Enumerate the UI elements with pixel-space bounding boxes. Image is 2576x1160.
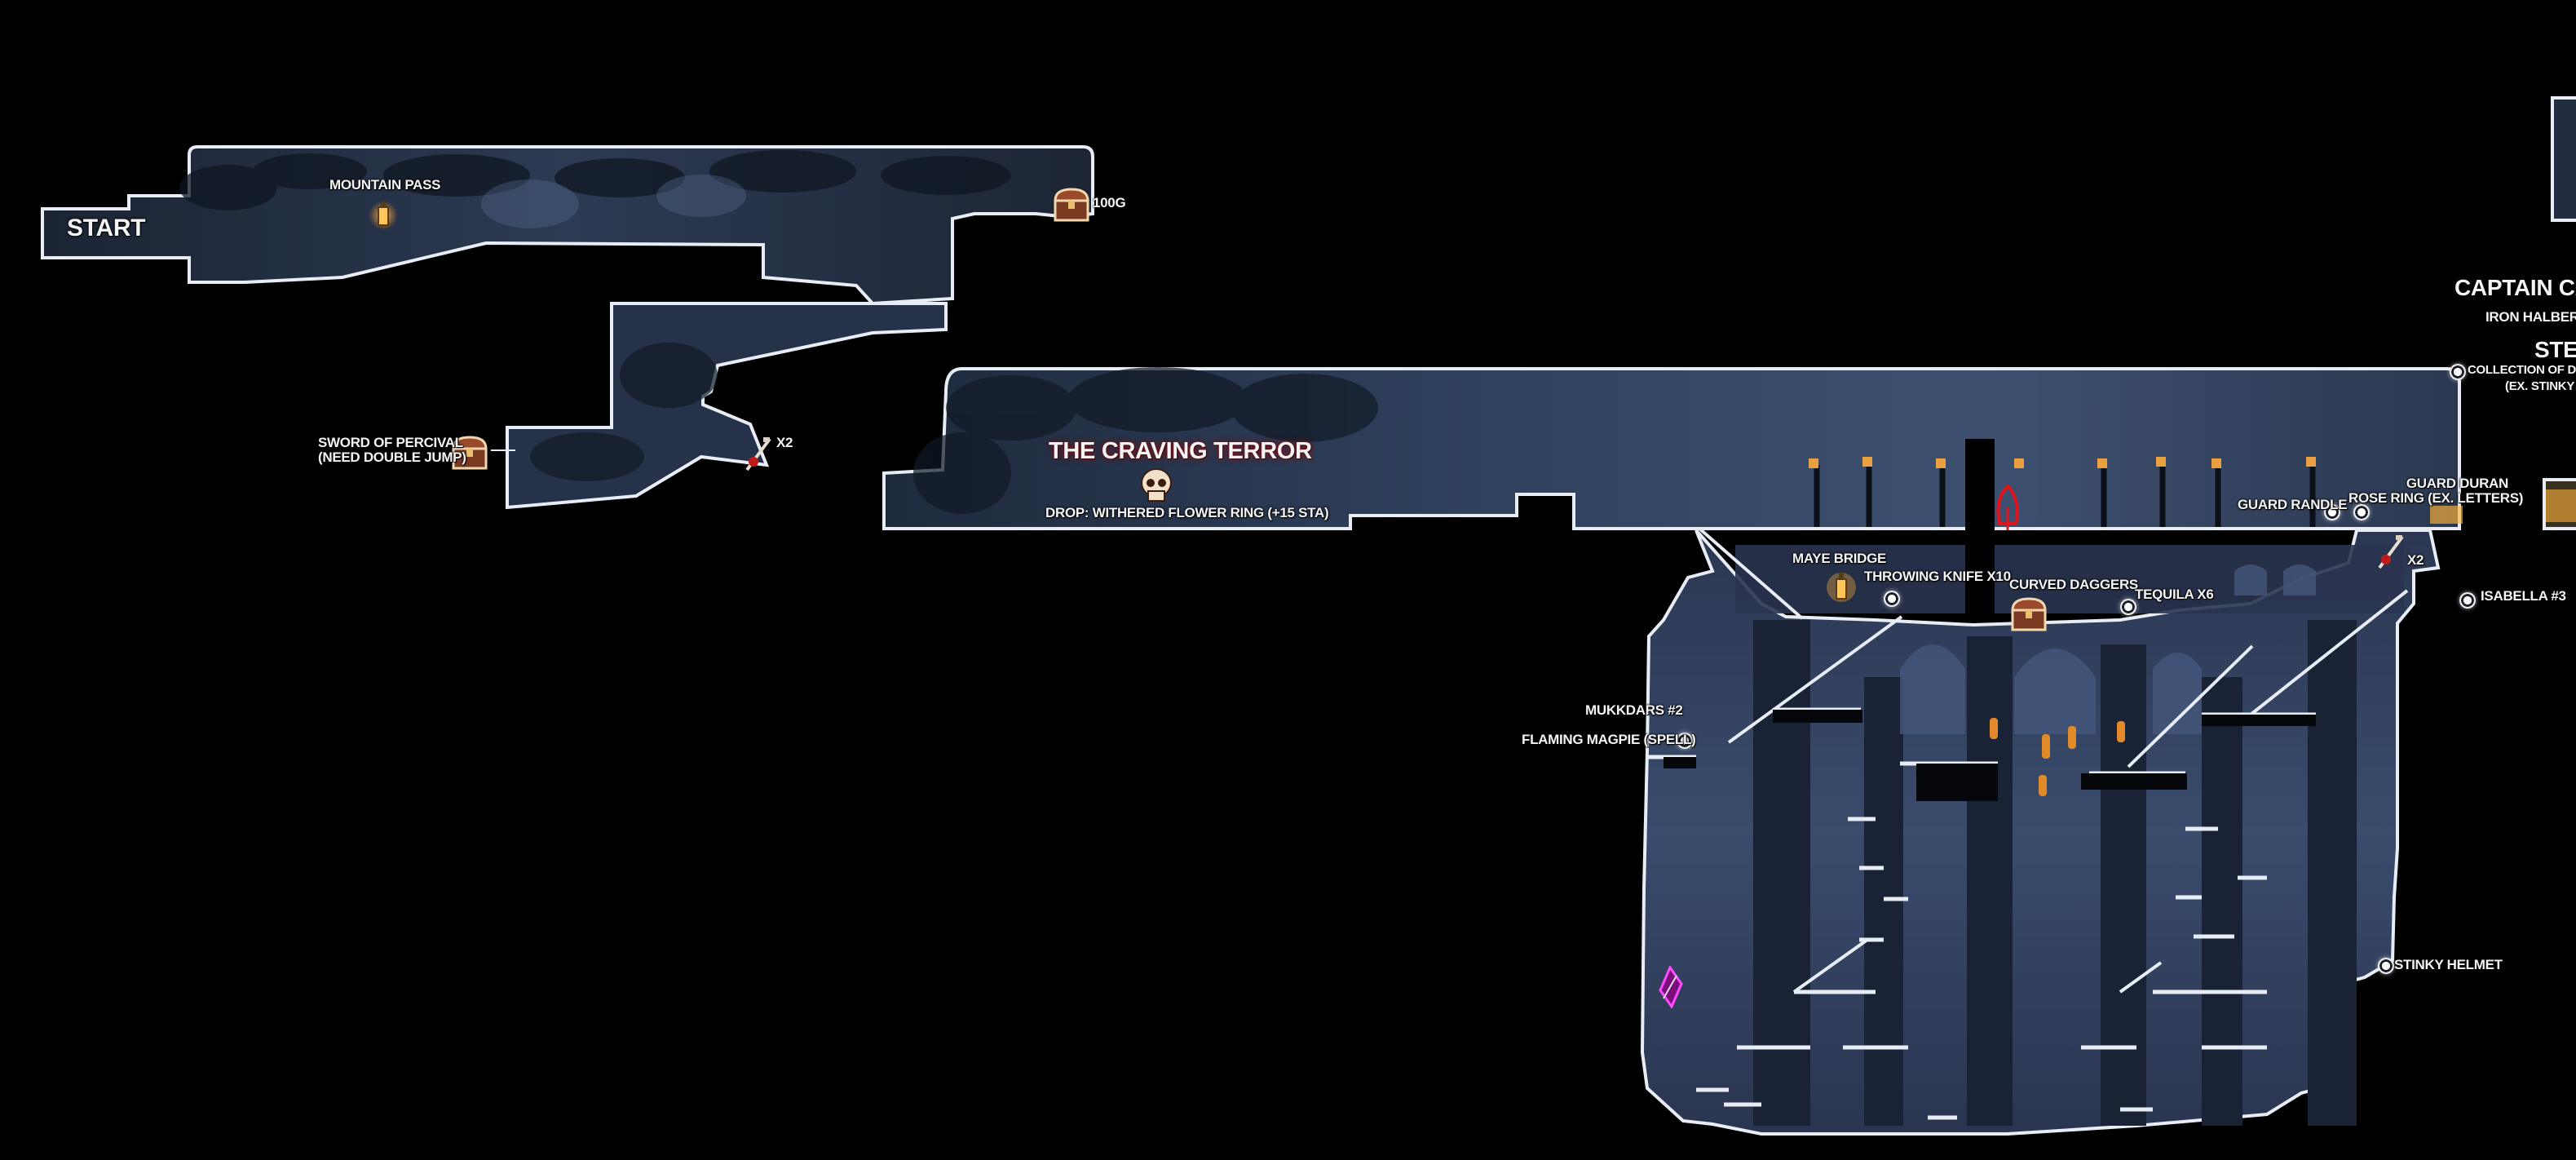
enemy-hood-icon — [1996, 484, 2019, 530]
item-node-icon[interactable] — [2353, 504, 2370, 520]
potion-icon — [745, 437, 771, 472]
start-label: START — [67, 215, 146, 241]
guard-duran-label: GUARD DURAN ROSE RING (EX. LETTERS) — [2348, 476, 2524, 506]
guard-duran-line1: GUARD DURAN — [2406, 476, 2508, 491]
guard-duran-line2: ROSE RING (EX. LETTERS) — [2348, 489, 2524, 506]
stinky-helmet-label: STINKY HELMET — [2394, 957, 2503, 972]
treasure-chest-icon — [452, 436, 488, 470]
collection-label-2: (EX. STINKY — [2505, 379, 2575, 393]
captain-label: CAPTAIN CA — [2454, 275, 2576, 300]
isabella-label: ISABELLA #3 — [2481, 588, 2566, 604]
item-node-icon[interactable] — [2459, 592, 2476, 609]
throwing-knife-label: THROWING KNIFE X10 — [1864, 569, 2011, 584]
lantern-icon — [1827, 573, 1856, 602]
mukkdars-label: MUKKDARS #2 — [1585, 702, 1683, 718]
item-node-icon[interactable] — [2378, 958, 2394, 974]
item-node-icon[interactable] — [2450, 364, 2466, 380]
item-node-icon[interactable] — [1677, 733, 1693, 749]
tequila-label: TEQUILA X6 — [2135, 587, 2214, 602]
item-node-icon[interactable] — [1884, 591, 1900, 607]
iron-halberd-label: IRON HALBERD — [2485, 309, 2576, 325]
room-right-edge — [2551, 96, 2576, 222]
treasure-chest-icon — [1054, 188, 1089, 222]
boss-drop-label: DROP: WITHERED FLOWER RING (+15 STA) — [1045, 505, 1329, 520]
boss-name-label: THE CRAVING TERROR — [1049, 438, 1312, 464]
maye-bridge-label: MAYE BRIDGE — [1792, 551, 1887, 566]
item-node-icon[interactable] — [2120, 599, 2136, 615]
lantern-icon — [369, 201, 398, 230]
sword-of-percival-label: SWORD OF PERCIVAL (NEED DOUBLE JUMP) — [318, 435, 466, 465]
sword-of-percival-line1: SWORD OF PERCIVAL — [318, 435, 463, 450]
item-node-icon[interactable] — [2324, 504, 2340, 520]
stev-label: STE — [2534, 337, 2576, 362]
flaming-magpie-label: FLAMING MAGPIE (SPELL) — [1522, 732, 1696, 747]
skull-icon — [1141, 468, 1172, 502]
x2-label: X2 — [776, 435, 793, 450]
collection-label-1: COLLECTION OF DU — [2468, 363, 2576, 377]
sword-of-percival-line2: (NEED DOUBLE JUMP) — [318, 449, 466, 465]
potion-icon — [2378, 535, 2404, 569]
x2-label: X2 — [2407, 552, 2424, 568]
crystal-icon — [1659, 966, 1683, 1008]
mountain-pass-label: MOUNTAIN PASS — [329, 177, 441, 193]
curved-daggers-label: CURVED DAGGERS — [2009, 577, 2138, 592]
treasure-chest-icon — [2011, 597, 2047, 631]
gold-100-label: 100G — [1093, 195, 1126, 210]
guard-randle-label: GUARD RANDLE — [2238, 497, 2348, 512]
